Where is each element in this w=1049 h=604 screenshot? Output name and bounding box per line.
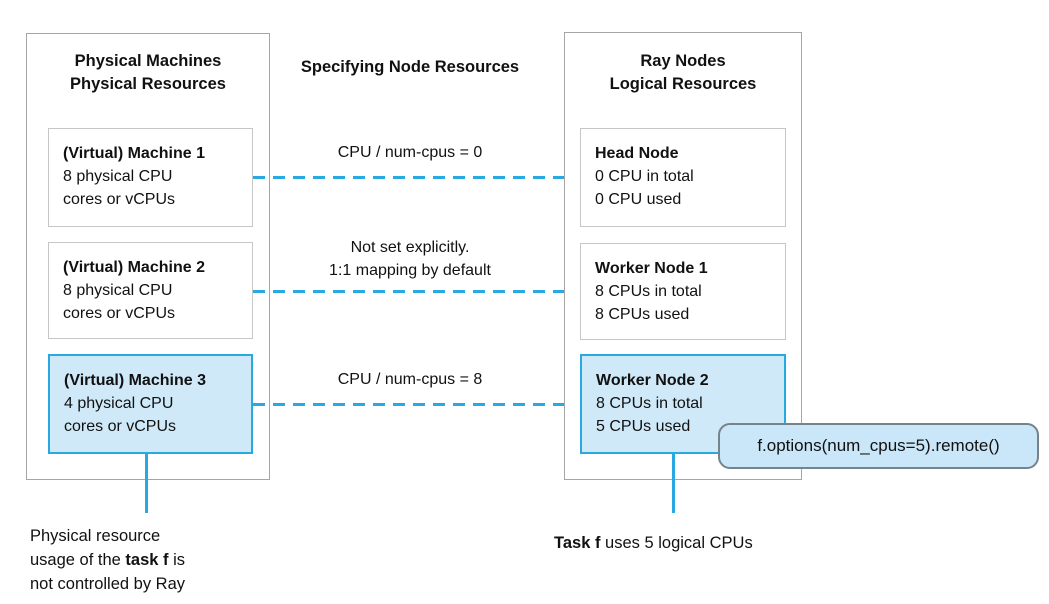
machine-2-line1: 8 physical CPU <box>63 282 173 299</box>
head-node-title: Head Node <box>595 145 679 162</box>
panel-title-line: Physical Machines <box>74 52 222 70</box>
annotation-text: usage of the <box>30 551 126 569</box>
machine-3-box: (Virtual) Machine 3 4 physical CPU cores… <box>48 354 253 454</box>
machine-3-title: (Virtual) Machine 3 <box>64 372 206 389</box>
machine-2-title: (Virtual) Machine 2 <box>63 259 205 276</box>
mapping-label-row2-line2: 1:1 mapping by default <box>329 262 491 279</box>
worker-node-1-line2: 8 CPUs used <box>595 306 690 323</box>
physical-resource-annotation: Physical resource usage of the task f is… <box>30 524 270 596</box>
machine-1-title: (Virtual) Machine 1 <box>63 145 205 162</box>
annotation-text: is <box>168 551 186 569</box>
mapping-label-row2-line1: Not set explicitly. <box>350 239 470 256</box>
dashed-connector-row1 <box>253 176 580 179</box>
machine-3-line1: 4 physical CPU <box>64 395 174 412</box>
machine-3-annotation-line <box>145 454 148 513</box>
worker-node-2-title: Worker Node 2 <box>596 372 709 389</box>
worker-node-1-title: Worker Node 1 <box>595 260 708 277</box>
machine-2-box: (Virtual) Machine 2 8 physical CPU cores… <box>48 242 253 339</box>
annotation-line: not controlled by Ray <box>30 575 186 593</box>
worker-node-2-annotation-line <box>672 454 675 513</box>
panel-title-line: Physical Resources <box>70 75 226 93</box>
middle-column-title: Specifying Node Resources <box>300 58 520 76</box>
machine-1-box: (Virtual) Machine 1 8 physical CPU cores… <box>48 128 253 227</box>
annotation-line: usage of the task f is <box>30 548 270 572</box>
dashed-connector-row2 <box>253 290 580 293</box>
task-f-annotation: Task f uses 5 logical CPUs <box>554 531 884 555</box>
worker-node-1-line1: 8 CPUs in total <box>595 283 702 300</box>
task-f-bold-text: Task f <box>554 534 601 552</box>
task-f-bold-text: task f <box>125 551 169 569</box>
machine-1-line2: cores or vCPUs <box>63 191 176 208</box>
annotation-line: Physical resource <box>30 527 161 545</box>
mapping-label-row2: Not set explicitly. 1:1 mapping by defaul… <box>260 236 560 282</box>
head-node-box: Head Node 0 CPU in total 0 CPU used <box>580 128 786 227</box>
annotation-text: uses 5 logical CPUs <box>600 534 753 552</box>
machine-2-line2: cores or vCPUs <box>63 305 176 322</box>
head-node-line2: 0 CPU used <box>595 191 682 208</box>
machine-1-line1: 8 physical CPU <box>63 168 173 185</box>
machine-3-line2: cores or vCPUs <box>64 418 177 435</box>
panel-title-line: Ray Nodes <box>640 52 726 70</box>
worker-node-2-line2: 5 CPUs used <box>596 418 691 435</box>
head-node-line1: 0 CPU in total <box>595 168 694 185</box>
worker-node-2-line1: 8 CPUs in total <box>596 395 703 412</box>
worker-node-1-box: Worker Node 1 8 CPUs in total 8 CPUs use… <box>580 243 786 340</box>
mapping-label-row3: CPU / num-cpus = 8 <box>337 371 483 388</box>
code-callout: f.options(num_cpus=5).remote() <box>718 423 1039 469</box>
panel-title-line: Logical Resources <box>609 75 757 93</box>
mapping-label-row1: CPU / num-cpus = 0 <box>337 144 483 161</box>
dashed-connector-row3 <box>253 403 580 406</box>
